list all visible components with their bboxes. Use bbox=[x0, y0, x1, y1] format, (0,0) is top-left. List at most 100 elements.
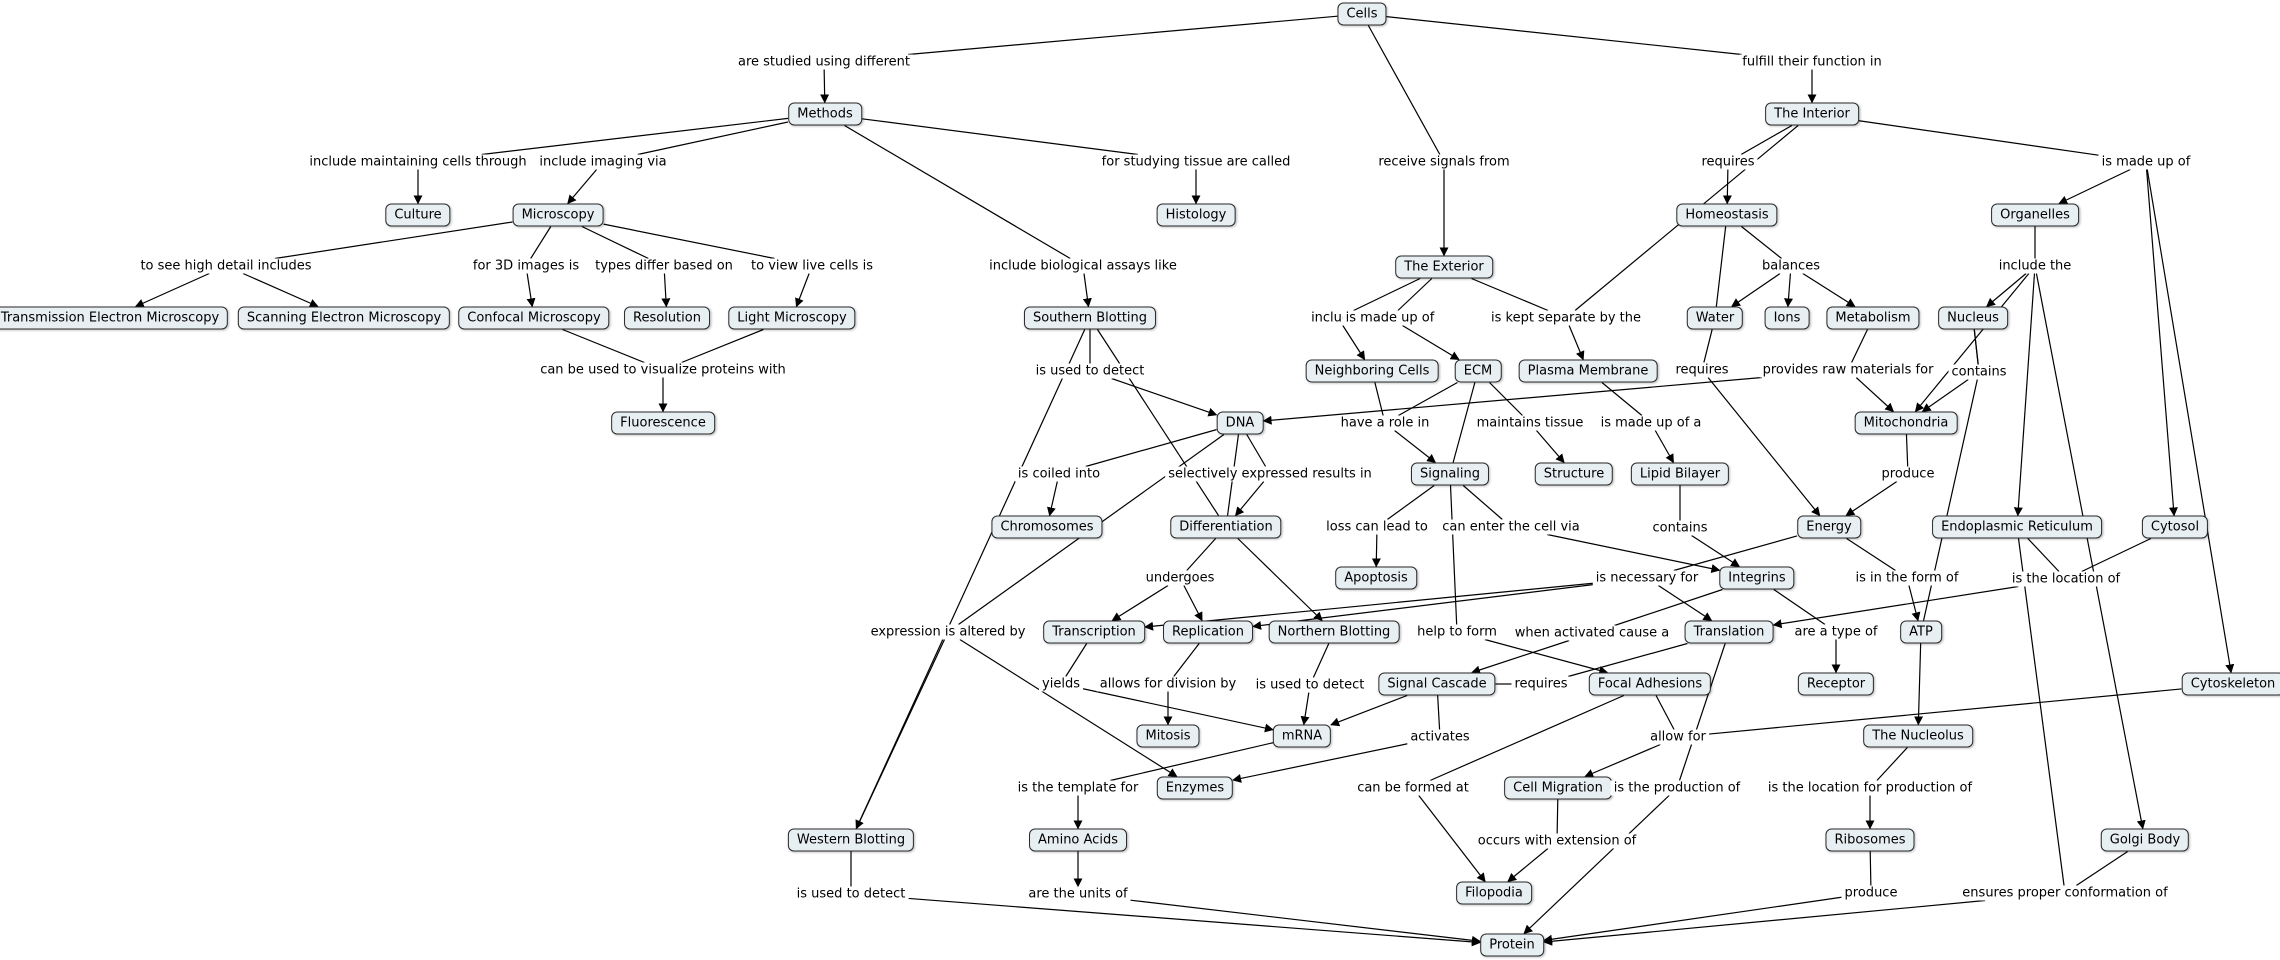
concept-chromosomes[interactable]: Chromosomes bbox=[991, 515, 1103, 539]
concept-microscopy[interactable]: Microscopy bbox=[512, 203, 604, 227]
concept-western-blotting[interactable]: Western Blotting bbox=[787, 828, 915, 852]
link-label-production-of-translation: is the production of bbox=[1610, 780, 1744, 796]
link-label-when-activated: when activated cause a bbox=[1511, 625, 1673, 641]
connection-line bbox=[1654, 430, 1674, 464]
concept-plasma-membrane[interactable]: Plasma Membrane bbox=[1518, 359, 1658, 383]
concept-filopodia[interactable]: Filopodia bbox=[1456, 881, 1532, 905]
connection-line bbox=[855, 329, 1086, 830]
link-label-units-of: are the units of bbox=[1025, 886, 1131, 902]
concept-nucleus[interactable]: Nucleus bbox=[1938, 306, 2008, 330]
connection-line bbox=[1715, 226, 1727, 307]
concept-translation[interactable]: Translation bbox=[1684, 620, 1774, 644]
concept-replication[interactable]: Replication bbox=[1163, 620, 1253, 644]
concept-the-exterior[interactable]: The Exterior bbox=[1395, 255, 1493, 279]
concept-transcription[interactable]: Transcription bbox=[1043, 620, 1145, 644]
connection-line bbox=[1846, 537, 1896, 572]
link-label-produce-energy: produce bbox=[1878, 466, 1938, 482]
concept-amino-acids[interactable]: Amino Acids bbox=[1029, 828, 1127, 852]
connection-line bbox=[1437, 695, 1441, 730]
concept-mrna[interactable]: mRNA bbox=[1272, 724, 1332, 748]
connection-line bbox=[1489, 382, 1523, 416]
concept-neighboring-cells[interactable]: Neighboring Cells bbox=[1305, 359, 1439, 383]
concept-ribosomes[interactable]: Ribosomes bbox=[1825, 828, 1915, 852]
link-label-kept-separate: is kept separate by the bbox=[1487, 310, 1645, 326]
concept-integrins[interactable]: Integrins bbox=[1719, 566, 1795, 590]
connection-line bbox=[844, 124, 1071, 260]
connection-line bbox=[481, 117, 789, 156]
concept-methods[interactable]: Methods bbox=[788, 102, 862, 126]
connection-line bbox=[1722, 169, 1732, 205]
concept-lipid-bilayer[interactable]: Lipid Bilayer bbox=[1630, 462, 1730, 486]
concept-signal-cascade[interactable]: Signal Cascade bbox=[1378, 672, 1496, 696]
concept-cytosol[interactable]: Cytosol bbox=[2141, 515, 2209, 539]
concept-light-microscopy[interactable]: Light Microscopy bbox=[728, 306, 856, 330]
connection-line bbox=[1234, 481, 1265, 517]
concept-receptor[interactable]: Receptor bbox=[1797, 672, 1875, 696]
concept-fluorescence[interactable]: Fluorescence bbox=[611, 411, 715, 435]
concept-ecm[interactable]: ECM bbox=[1454, 359, 1502, 383]
connection-line bbox=[2027, 538, 2060, 572]
concept-structure[interactable]: Structure bbox=[1534, 462, 1614, 486]
concept-culture[interactable]: Culture bbox=[385, 203, 451, 227]
concept-ions[interactable]: Ions bbox=[1764, 306, 1810, 330]
concept-focal-adhesions[interactable]: Focal Adhesions bbox=[1588, 672, 1712, 696]
connection-line bbox=[1556, 799, 1559, 834]
connection-line bbox=[1394, 430, 1437, 464]
concept-apoptosis[interactable]: Apoptosis bbox=[1335, 566, 1417, 590]
connection-line bbox=[1386, 485, 1435, 520]
concept-confocal[interactable]: Confocal Microscopy bbox=[458, 306, 610, 330]
connection-line bbox=[2145, 169, 2178, 517]
concept-dna[interactable]: DNA bbox=[1216, 411, 1264, 435]
concept-energy[interactable]: Energy bbox=[1797, 515, 1861, 539]
link-label-coiled-into: is coiled into bbox=[1014, 466, 1104, 482]
concept-mitosis[interactable]: Mitosis bbox=[1136, 724, 1200, 748]
connection-line bbox=[1973, 329, 1979, 365]
connection-line bbox=[1855, 377, 1895, 413]
concept-protein[interactable]: Protein bbox=[1480, 933, 1544, 957]
concept-sem[interactable]: Scanning Electron Microscopy bbox=[237, 306, 451, 330]
connection-line bbox=[1601, 382, 1643, 416]
link-label-used-to-detect-western: is used to detect bbox=[793, 886, 909, 902]
link-label-include-the: include the bbox=[1995, 258, 2075, 274]
concept-metabolism[interactable]: Metabolism bbox=[1826, 306, 1920, 330]
concept-endoplasmic-reticulum[interactable]: Endoplasmic Reticulum bbox=[1932, 515, 2102, 539]
concept-golgi-body[interactable]: Golgi Body bbox=[2100, 828, 2190, 852]
connection-line bbox=[1921, 379, 1969, 413]
concept-differentiation[interactable]: Differentiation bbox=[1170, 515, 1282, 539]
connection-line bbox=[1484, 638, 1609, 675]
connection-line bbox=[2081, 537, 2152, 573]
connection-line bbox=[1507, 848, 1549, 883]
concept-resolution[interactable]: Resolution bbox=[624, 306, 710, 330]
concept-cytoskeleton[interactable]: Cytoskeleton bbox=[2181, 672, 2280, 696]
concept-cell-migration[interactable]: Cell Migration bbox=[1504, 776, 1612, 800]
connection-line bbox=[1914, 273, 2030, 413]
connection-line bbox=[1232, 743, 1408, 783]
connection-line bbox=[1418, 795, 1486, 883]
concept-southern-blotting[interactable]: Southern Blotting bbox=[1023, 306, 1157, 330]
link-label-for-tissue: for studying tissue are called bbox=[1098, 154, 1294, 170]
link-label-raw-materials: provides raw materials for bbox=[1759, 362, 1937, 378]
concept-the-nucleolus[interactable]: The Nucleolus bbox=[1863, 724, 1973, 748]
concept-water[interactable]: Water bbox=[1686, 306, 1744, 330]
connection-line bbox=[1773, 589, 1826, 625]
concept-signaling[interactable]: Signaling bbox=[1410, 462, 1490, 486]
link-label-contains-nucleus: contains bbox=[1948, 364, 2010, 380]
concept-enzymes[interactable]: Enzymes bbox=[1156, 776, 1234, 800]
concept-tem[interactable]: Transmission Electron Microscopy bbox=[0, 306, 229, 330]
concept-atp[interactable]: ATP bbox=[1900, 620, 1942, 644]
connection-line bbox=[1262, 376, 1763, 425]
concept-the-interior[interactable]: The Interior bbox=[1765, 102, 1859, 126]
concept-mitochondria[interactable]: Mitochondria bbox=[1854, 411, 1958, 435]
connection-line bbox=[1536, 430, 1565, 464]
concept-histology[interactable]: Histology bbox=[1156, 203, 1236, 227]
link-label-balances: balances bbox=[1759, 258, 1823, 274]
concept-northern-blotting[interactable]: Northern Blotting bbox=[1268, 620, 1400, 644]
concept-cells[interactable]: Cells bbox=[1337, 2, 1387, 26]
link-label-made-up-of-interior: is made up of bbox=[2098, 154, 2194, 170]
link-label-selectively-expressed: selectively expressed results in bbox=[1165, 466, 1375, 482]
concept-organelles[interactable]: Organelles bbox=[1991, 203, 2079, 227]
connection-line bbox=[134, 272, 210, 308]
concept-homeostasis[interactable]: Homeostasis bbox=[1676, 203, 1778, 227]
link-label-formed-at: can be formed at bbox=[1354, 780, 1472, 796]
